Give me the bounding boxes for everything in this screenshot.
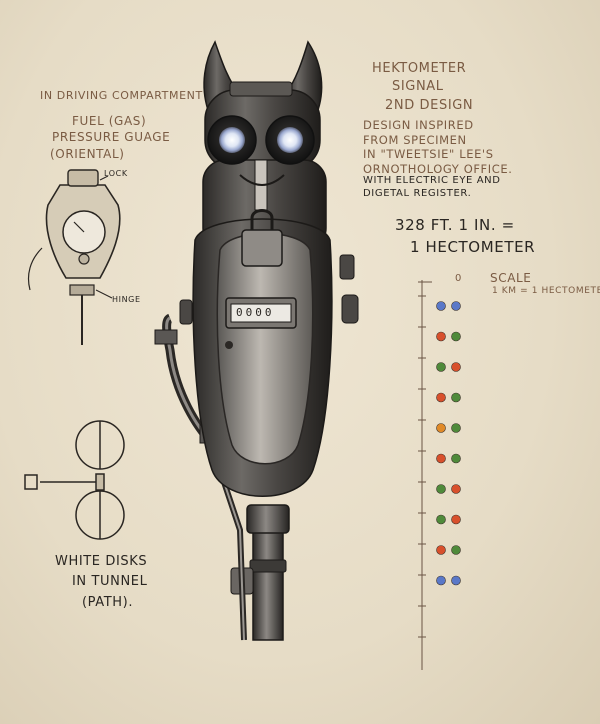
scale-light-dot <box>436 362 446 372</box>
gauge-name-line3: (ORIENTAL) <box>50 147 125 161</box>
gauge-hinge-label: HINGE <box>112 295 141 304</box>
scale-ruler <box>418 280 432 670</box>
scale-light-dot <box>451 392 461 403</box>
gauge-location-label: IN DRIVING COMPARTMENT <box>40 89 203 102</box>
scale-light-dot <box>451 362 461 372</box>
scale-dots <box>436 301 461 586</box>
disks-label-line3: (PATH). <box>82 595 134 610</box>
inspired-line3: IN "TWEETSIE" LEE'S <box>363 147 494 161</box>
scale-ratio-line1: 328 FT. 1 IN. = <box>395 216 515 234</box>
scale-light-dot <box>436 575 446 586</box>
scale-light-dot <box>436 301 446 311</box>
inspired-line4: ORNOTHOLOGY OFFICE. <box>363 162 513 176</box>
electric-eyes <box>219 127 303 153</box>
scale-light-dot <box>451 545 461 555</box>
scale-light-dot <box>451 331 461 342</box>
signal-title: HEKTOMETER <box>372 61 467 76</box>
scale-light-dot <box>436 453 446 464</box>
inspired-line2: FROM SPECIMEN <box>363 133 467 147</box>
gauge-lock-label: LOCK <box>104 169 128 178</box>
fuel-gauge-sketch <box>27 169 121 345</box>
scale-light-dot <box>436 392 446 403</box>
register-digits: 0000 <box>236 306 275 319</box>
scale-light-dot <box>451 575 461 586</box>
inspired-line5: WITH ELECTRIC EYE AND <box>363 175 501 186</box>
scale-light-dot <box>451 453 461 464</box>
scale-light-dot <box>451 484 461 494</box>
scale-unit-label: 1 KM = 1 HECTOMETER <box>492 286 600 296</box>
scale-light-dot <box>436 484 446 494</box>
scale-light-dot <box>436 545 446 555</box>
gauge-name-line1: FUEL (GAS) <box>72 114 147 128</box>
inspired-line6: DIGETAL REGISTER. <box>363 188 472 199</box>
signal-design: 2ND DESIGN <box>385 98 474 113</box>
signal-subtitle: SIGNAL <box>392 79 444 94</box>
scale-light-dot <box>451 301 461 311</box>
signal-body <box>192 40 333 497</box>
scale-light-dot <box>436 331 446 342</box>
digital-register <box>225 297 297 329</box>
pole <box>230 504 290 641</box>
white-disks-sketch <box>24 420 125 540</box>
disks-label-line1: WHITE DISKS <box>55 554 148 569</box>
scale-zero-label: 0 <box>455 273 462 284</box>
disks-label-line2: IN TUNNEL <box>72 574 148 589</box>
scale-light-dot <box>436 514 446 525</box>
padlock <box>241 209 283 267</box>
scale-light-dot <box>436 423 446 433</box>
scale-ratio-line2: 1 HECTOMETER <box>410 238 536 256</box>
scale-light-dot <box>451 514 461 525</box>
beak-latch <box>239 159 285 211</box>
scale-label: SCALE <box>490 271 532 285</box>
gauge-name-line2: PRESSURE GUAGE <box>52 130 171 144</box>
inspired-line1: DESIGN INSPIRED <box>363 118 474 132</box>
side-knobs <box>179 254 359 349</box>
scale-light-dot <box>451 423 461 433</box>
